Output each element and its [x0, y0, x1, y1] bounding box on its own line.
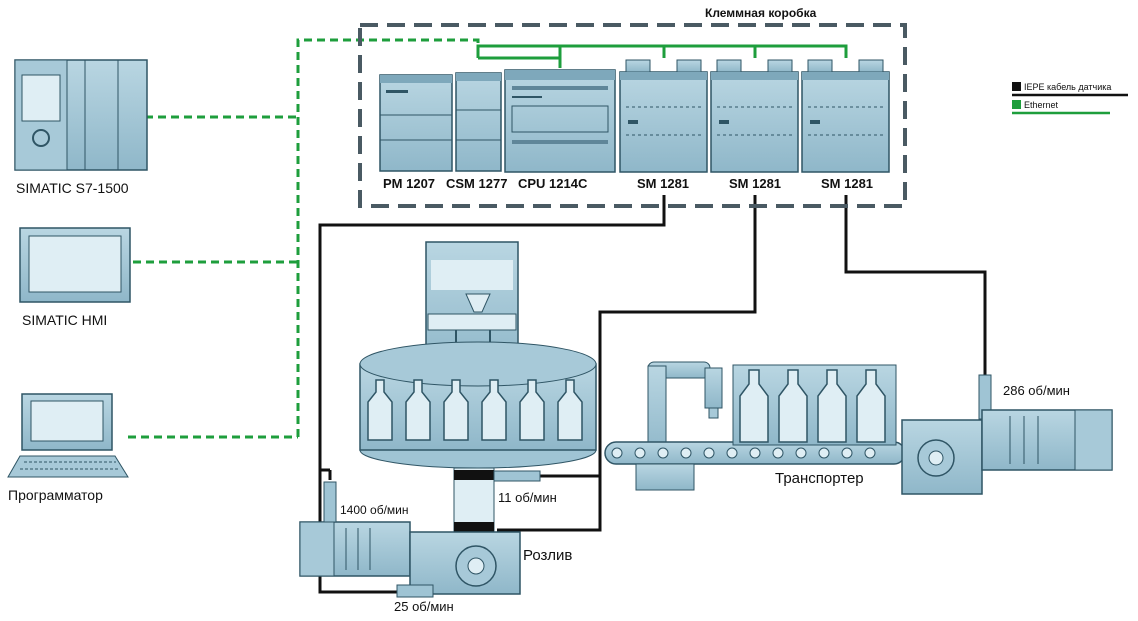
conveyor-station-label: Транспортер: [775, 470, 864, 487]
programmer-laptop[interactable]: [7, 393, 129, 478]
hmi-panel[interactable]: [19, 227, 131, 303]
speed-gear-out: 25 об/мин: [394, 599, 454, 614]
speed-conveyor-motor: 286 об/мин: [1003, 383, 1070, 398]
module-label-sm1281-3: SM 1281: [821, 176, 873, 191]
module-sm1281-2[interactable]: [710, 59, 799, 173]
legend-iepe-label: IEPE кабель датчика: [1024, 82, 1111, 92]
legend: IEPE кабель датчика Ethernet: [1012, 82, 1128, 115]
s7-1500-label: SIMATIC S7-1500: [16, 180, 129, 196]
s7-1500-plc[interactable]: [14, 59, 148, 171]
module-sm1281-1[interactable]: [619, 59, 708, 173]
sensor-shaft: [493, 470, 541, 482]
conveyor-motor[interactable]: [981, 409, 1113, 471]
programmer-label: Программатор: [8, 487, 103, 503]
legend-ethernet-label: Ethernet: [1024, 100, 1059, 110]
legend-ethernet-swatch: [1012, 100, 1021, 109]
sensor-gear: [396, 584, 434, 598]
module-cpu1214c[interactable]: [504, 69, 616, 173]
conveyor-bottles: [732, 364, 897, 446]
legend-iepe-swatch: [1012, 82, 1021, 91]
conveyor-gearbox[interactable]: [901, 419, 983, 495]
filling-carousel[interactable]: [359, 341, 597, 537]
module-label-sm1281-1: SM 1281: [637, 176, 689, 191]
module-csm1277[interactable]: [455, 72, 502, 172]
filling-station-label: Розлив: [523, 547, 572, 564]
speed-filler-shaft: 11 об/мин: [498, 490, 557, 505]
hmi-label: SIMATIC HMI: [22, 312, 107, 328]
module-pm1207[interactable]: [379, 74, 453, 172]
robot-arm[interactable]: [647, 361, 723, 457]
module-label-cpu1214c: CPU 1214C: [518, 176, 588, 191]
module-label-pm1207: PM 1207: [383, 176, 435, 191]
filling-motor[interactable]: [299, 521, 411, 577]
speed-motor-filler: 1400 об/мин: [340, 503, 409, 517]
iepe-cables: [318, 195, 987, 594]
ethernet-network: [128, 38, 480, 439]
terminal-box-frame: [358, 23, 907, 208]
filling-gearbox[interactable]: [409, 531, 521, 595]
sensor-motor: [323, 481, 337, 523]
ethernet-internal-bus: [476, 44, 848, 68]
terminal-box-title: Клеммная коробка: [705, 6, 817, 20]
module-sm1281-3[interactable]: [801, 59, 890, 173]
module-label-csm1277: CSM 1277: [446, 176, 507, 191]
module-label-sm1281-2: SM 1281: [729, 176, 781, 191]
